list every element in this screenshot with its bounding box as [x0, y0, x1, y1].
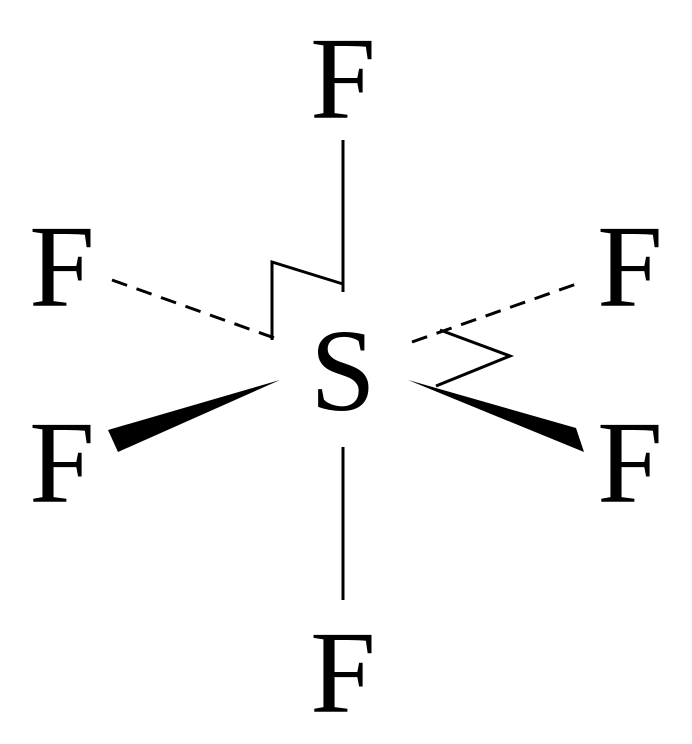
atom-fluorine-bottom: F [310, 607, 376, 738]
angle-mark-left [270, 259, 344, 340]
bond-dashed-upper-left [111, 278, 281, 342]
bond-wedge-lower-left [108, 380, 280, 452]
atom-fluorine-lower-left: F [29, 397, 95, 528]
bond-dashed-upper-right [411, 280, 583, 344]
atom-fluorine-lower-right: F [597, 397, 663, 528]
atom-sulfur: S [310, 305, 376, 436]
atom-fluorine-top: F [310, 13, 376, 144]
atom-fluorine-upper-right: F [597, 201, 663, 332]
bond-wedge-lower-right [408, 380, 584, 452]
angle-mark-right [435, 328, 515, 388]
atom-fluorine-upper-left: F [29, 201, 95, 332]
